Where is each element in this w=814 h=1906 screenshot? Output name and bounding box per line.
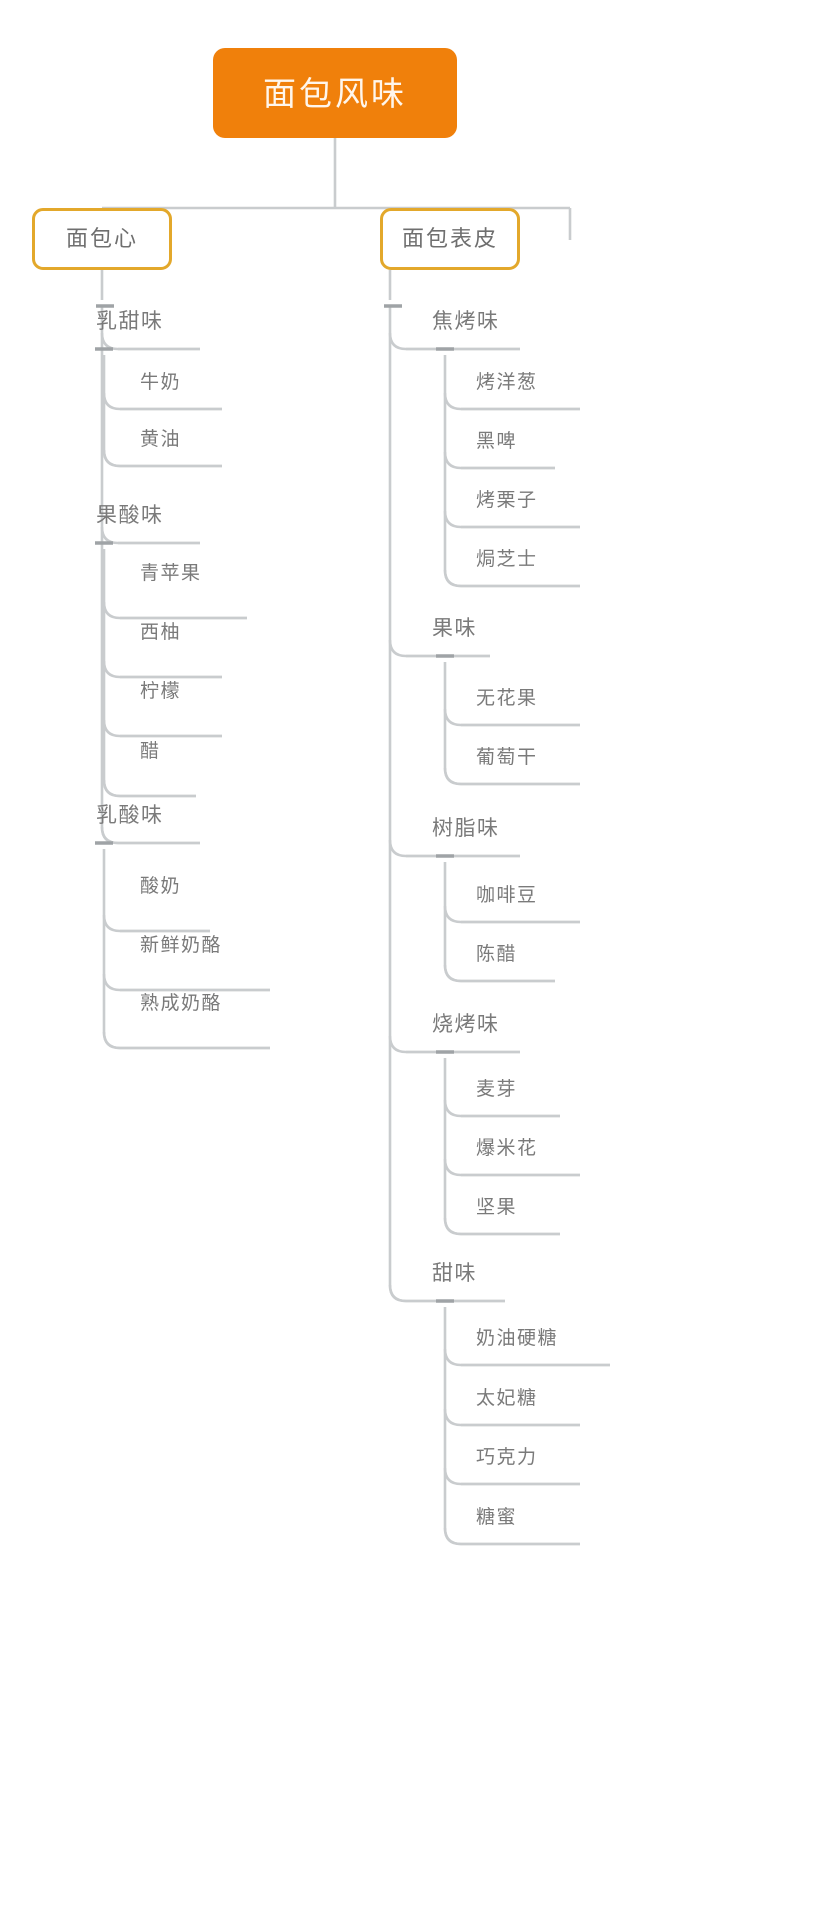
branch-node-bread-crumb[interactable]: 面包心 <box>32 208 172 270</box>
right-sub1-elbow-3 <box>443 510 580 529</box>
right-sub1-elbow-2 <box>443 451 555 470</box>
left-sub2-elbow-3 <box>102 719 222 738</box>
left-sub1-elbow-2 <box>102 449 222 468</box>
node-shu-zhi-wei[interactable]: 树脂味 <box>432 817 500 840</box>
node-suan-nai[interactable]: 酸奶 <box>140 876 182 897</box>
node-ka-fei-dou[interactable]: 咖啡豆 <box>476 885 538 906</box>
right-sub4-elbow-2 <box>443 1158 580 1177</box>
branch-node-label: 面包心 <box>65 226 138 251</box>
right-sub4-elbow-1 <box>443 1099 560 1118</box>
right-sub3-elbow-2 <box>443 964 555 983</box>
right-elbow-4 <box>388 1035 520 1054</box>
right-elbow-5 <box>388 1284 505 1303</box>
right-elbow-2 <box>388 639 490 658</box>
node-ru-tian-wei[interactable]: 乳甜味 <box>96 310 164 333</box>
right-sub2-elbow-1 <box>443 708 580 727</box>
node-xi-you[interactable]: 西柚 <box>140 622 182 643</box>
right-sub5-elbow-1 <box>443 1348 610 1367</box>
right-sub4-elbow-3 <box>443 1217 560 1236</box>
node-ning-meng[interactable]: 柠檬 <box>140 681 182 702</box>
right-sub2-elbow-2 <box>443 767 580 786</box>
left-sub2-elbow-1 <box>102 601 247 620</box>
left-sub1-elbow-1 <box>102 392 222 411</box>
node-huang-you[interactable]: 黄油 <box>140 429 182 450</box>
node-jian-guo[interactable]: 坚果 <box>476 1197 518 1218</box>
left-sub3-elbow-3 <box>102 1031 270 1050</box>
root-node[interactable]: 面包风味 <box>213 48 457 138</box>
right-sub4-spine <box>443 1058 462 1236</box>
node-guo-suan-wei[interactable]: 果酸味 <box>96 504 164 527</box>
right-sub5-elbow-2 <box>443 1408 580 1427</box>
node-nai-you-ying-tang[interactable]: 奶油硬糖 <box>476 1328 559 1349</box>
node-qing-ping-guo[interactable]: 青苹果 <box>140 563 202 584</box>
node-chen-cu[interactable]: 陈醋 <box>476 944 518 965</box>
node-bao-mi-hua[interactable]: 爆米花 <box>476 1138 538 1159</box>
node-ru-suan-wei[interactable]: 乳酸味 <box>96 804 164 827</box>
node-guo-wei[interactable]: 果味 <box>432 617 477 640</box>
right-elbow-3 <box>388 839 520 858</box>
node-mai-ya[interactable]: 麦芽 <box>476 1079 518 1100</box>
node-cu[interactable]: 醋 <box>140 741 161 762</box>
node-niu-nai[interactable]: 牛奶 <box>140 372 182 393</box>
right-sub1-elbow-1 <box>443 392 580 411</box>
node-wu-hua-guo[interactable]: 无花果 <box>476 688 538 709</box>
left-elbow-3 <box>100 826 200 845</box>
node-qiao-ke-li[interactable]: 巧克力 <box>476 1447 538 1468</box>
node-jiao-kao-wei[interactable]: 焦烤味 <box>432 310 500 333</box>
node-tai-fei-tang[interactable]: 太妃糖 <box>476 1388 538 1409</box>
right-sub3-elbow-1 <box>443 905 580 924</box>
node-xin-xian-nai-lao[interactable]: 新鲜奶酪 <box>140 935 223 956</box>
right-elbow-1 <box>388 332 520 351</box>
node-kao-li-zi[interactable]: 烤栗子 <box>476 490 538 511</box>
left-sub2-elbow-2 <box>102 660 222 679</box>
node-kao-yang-cong[interactable]: 烤洋葱 <box>476 372 538 393</box>
node-shao-kao-wei[interactable]: 烧烤味 <box>432 1013 500 1036</box>
left-sub2-elbow-4 <box>102 779 196 798</box>
left-elbow-2 <box>100 526 200 545</box>
left-sub3-elbow-2 <box>102 973 270 992</box>
node-hei-pi[interactable]: 黑啤 <box>476 431 518 452</box>
root-node-label: 面包风味 <box>263 74 407 112</box>
left-sub1-spine <box>102 355 121 468</box>
node-tian-wei[interactable]: 甜味 <box>432 1262 477 1285</box>
right-sub5-elbow-3 <box>443 1467 580 1486</box>
node-pu-tao-gan[interactable]: 葡萄干 <box>476 747 538 768</box>
branch-node-label: 面包表皮 <box>401 226 498 251</box>
left-elbow-1 <box>100 332 200 351</box>
right-sub5-elbow-4 <box>443 1527 580 1546</box>
left-sub3-elbow-1 <box>102 914 210 933</box>
node-shu-cheng-nai-lao[interactable]: 熟成奶酪 <box>140 993 223 1014</box>
right-spine <box>388 306 407 1303</box>
node-tang-mi[interactable]: 糖蜜 <box>476 1507 518 1528</box>
node-ju-zhi-shi[interactable]: 焗芝士 <box>476 549 538 570</box>
right-sub1-spine <box>443 355 462 588</box>
left-sub3-spine <box>102 849 121 1050</box>
right-sub1-elbow-4 <box>443 569 580 588</box>
branch-node-bread-crust[interactable]: 面包表皮 <box>380 208 520 270</box>
